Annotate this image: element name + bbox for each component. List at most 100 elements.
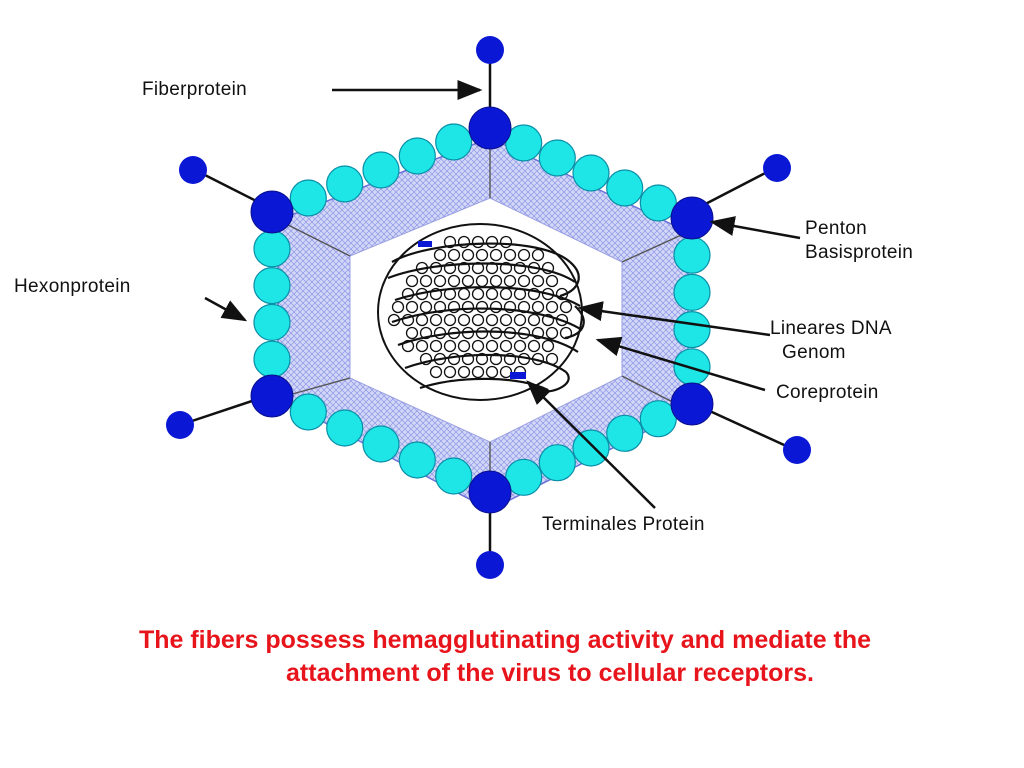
core-protein-bead — [545, 274, 559, 288]
core-protein-bead — [471, 287, 485, 301]
caption-line-2: attachment of the virus to cellular rece… — [286, 659, 814, 687]
hexon-capsomer — [253, 303, 291, 341]
label-penton-line1: Penton — [805, 218, 867, 239]
hexon-capsomer — [505, 458, 543, 496]
core-protein-bead — [531, 300, 545, 314]
hexon-capsomer — [289, 179, 327, 217]
core-protein-bead — [461, 274, 475, 288]
penton-base — [250, 374, 294, 418]
core-protein-bead — [499, 287, 513, 301]
hexon-capsomer — [253, 267, 291, 305]
hexon-capsomer — [572, 429, 610, 467]
core-protein-bead — [545, 326, 559, 340]
core-protein-bead — [475, 248, 489, 262]
hexon-capsomer — [398, 441, 436, 479]
core-protein-bead — [513, 313, 527, 327]
penton-base — [670, 196, 714, 240]
hexon-capsomer — [362, 425, 400, 463]
hexon-capsomer — [673, 236, 711, 274]
hexon-capsomer — [606, 169, 644, 207]
core-protein-bead — [447, 274, 461, 288]
hexon-capsomer — [253, 340, 291, 378]
hexon-capsomer — [673, 348, 711, 386]
hexon-capsomer — [673, 311, 711, 349]
penton-base — [670, 382, 714, 426]
core-protein-bead — [429, 313, 443, 327]
hexon-capsomer — [398, 137, 436, 175]
hexon-capsomer — [326, 409, 364, 447]
core-protein-bead — [461, 300, 475, 314]
penton-base — [468, 470, 512, 514]
core-protein-bead — [457, 313, 471, 327]
core-protein-bead — [475, 300, 489, 314]
hexon-capsomer — [326, 165, 364, 203]
hexon-capsomer — [362, 151, 400, 189]
hexon-capsomer — [572, 154, 610, 192]
label-coreprotein: Coreprotein — [776, 382, 879, 403]
dna-genome — [377, 223, 585, 401]
core-protein-bead — [503, 274, 517, 288]
core-protein-bead — [419, 300, 433, 314]
core-protein-bead — [405, 300, 419, 314]
core-protein-bead — [443, 313, 457, 327]
core-protein-bead — [457, 287, 471, 301]
core-protein-bead — [527, 313, 541, 327]
core-protein-bead — [485, 339, 499, 353]
core-protein-bead — [517, 248, 531, 262]
core-protein-bead — [471, 313, 485, 327]
label-arrows — [204, 80, 801, 509]
core-protein-bead — [489, 248, 503, 262]
hexon-capsomer — [606, 414, 644, 452]
label-hexonprotein: Hexonprotein — [14, 276, 131, 297]
core-protein-bead — [485, 287, 499, 301]
core-protein-bead — [391, 300, 405, 314]
hexon-capsomer — [538, 444, 576, 482]
hexon-capsomers — [253, 123, 711, 496]
core-protein-bead — [405, 274, 419, 288]
core-protein-bead — [471, 339, 485, 353]
hexon-capsomer — [639, 184, 677, 222]
core-protein-bead — [517, 300, 531, 314]
core-protein-bead — [443, 339, 457, 353]
core-protein-bead — [457, 339, 471, 353]
hexon-capsomer — [505, 124, 543, 162]
fiber-knob — [763, 154, 791, 182]
core-protein-bead — [405, 326, 419, 340]
core-protein-bead — [433, 248, 447, 262]
fiber-knob — [476, 551, 504, 579]
core-protein-bead — [475, 352, 489, 366]
adenovirus-diagram: Fiberprotein Penton Basisprotein Hexonpr… — [14, 36, 913, 579]
core-protein-bead — [489, 326, 503, 340]
core-protein-bead — [461, 248, 475, 262]
core-protein-bead — [499, 339, 513, 353]
core-protein-bead — [443, 365, 457, 379]
label-fiberprotein: Fiberprotein — [142, 79, 247, 100]
label-dna-line1: Lineares DNA — [770, 318, 892, 339]
hexon-capsomer — [253, 230, 291, 268]
core-protein-bead — [447, 352, 461, 366]
fiber-knob — [476, 36, 504, 64]
hexon-capsomer — [538, 139, 576, 177]
core-protein-bead — [531, 274, 545, 288]
fiber-knob — [166, 411, 194, 439]
core-protein-bead — [415, 339, 429, 353]
core-protein-bead — [429, 365, 443, 379]
core-protein-bead — [517, 274, 531, 288]
core-protein-bead — [559, 300, 573, 314]
core-protein-bead — [503, 248, 517, 262]
core-protein-bead — [485, 365, 499, 379]
penton-base — [468, 106, 512, 150]
core-protein-bead — [419, 274, 433, 288]
hexon-capsomer — [673, 273, 711, 311]
core-protein-bead — [499, 365, 513, 379]
label-terminales-protein: Terminales Protein — [542, 514, 705, 535]
core-protein-bead — [433, 326, 447, 340]
core-protein-bead — [447, 248, 461, 262]
core-protein-bead — [527, 339, 541, 353]
core-protein-bead — [531, 248, 545, 262]
fiber-knob — [179, 156, 207, 184]
caption-line-1: The fibers possess hemagglutinating acti… — [138, 626, 872, 654]
core-protein-bead — [475, 274, 489, 288]
fiber-knobs — [166, 36, 811, 579]
